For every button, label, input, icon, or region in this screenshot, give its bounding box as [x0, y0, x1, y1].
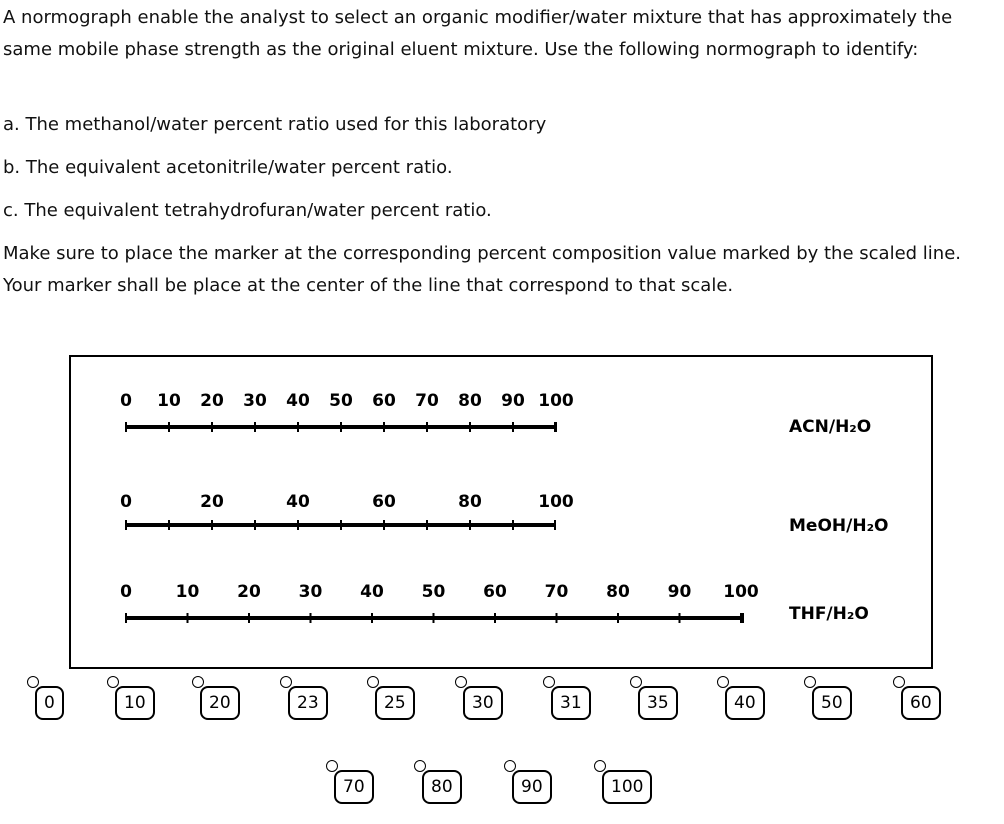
- scale-tick-label: 100: [538, 391, 574, 411]
- marker-label[interactable]: 100: [602, 770, 653, 804]
- scale-tick-label: 100: [723, 582, 759, 602]
- scale-tick-label: 50: [329, 391, 353, 411]
- marker-label[interactable]: 31: [551, 686, 591, 720]
- scale-tick-label: 80: [606, 582, 630, 602]
- scale-name-label: ACN/H₂O: [789, 417, 871, 437]
- question-instruction: Make sure to place the marker at the cor…: [3, 243, 961, 296]
- marker-label[interactable]: 40: [725, 686, 765, 720]
- scale-tick-label: 70: [545, 582, 569, 602]
- marker-label[interactable]: 10: [115, 686, 155, 720]
- scale-name-label: THF/H₂O: [789, 604, 869, 624]
- scale-tick-label: 80: [458, 492, 482, 512]
- scale-tick-label: 20: [200, 391, 224, 411]
- scale-tick-label: 40: [286, 492, 310, 512]
- marker-label[interactable]: 20: [200, 686, 240, 720]
- scale-tick-label: 80: [458, 391, 482, 411]
- marker-label[interactable]: 90: [512, 770, 552, 804]
- marker-label[interactable]: 80: [422, 770, 462, 804]
- scale-tick-label: 30: [299, 582, 323, 602]
- marker-handle-icon[interactable]: [804, 676, 816, 688]
- marker-handle-icon[interactable]: [367, 676, 379, 688]
- marker-label[interactable]: 70: [334, 770, 374, 804]
- scale-tick-label: 0: [120, 492, 132, 512]
- question-part-c: c. The equivalent tetrahydrofuran/water …: [3, 200, 492, 221]
- marker-label[interactable]: 23: [288, 686, 328, 720]
- question-part-a: a. The methanol/water percent ratio used…: [3, 114, 547, 135]
- question-intro: A normograph enable the analyst to selec…: [3, 7, 953, 60]
- scale-tick-label: 90: [501, 391, 525, 411]
- marker-handle-icon[interactable]: [414, 760, 426, 772]
- scale-name-label: MeOH/H₂O: [789, 516, 888, 536]
- scale-tick-label: 90: [668, 582, 692, 602]
- scale-tick-label: 20: [200, 492, 224, 512]
- marker-handle-icon[interactable]: [455, 676, 467, 688]
- marker-handle-icon[interactable]: [192, 676, 204, 688]
- marker-label[interactable]: 30: [463, 686, 503, 720]
- scale-tick-label: 20: [237, 582, 261, 602]
- marker-label[interactable]: 60: [901, 686, 941, 720]
- marker-handle-icon[interactable]: [107, 676, 119, 688]
- marker-label[interactable]: 25: [375, 686, 415, 720]
- question-part-b: b. The equivalent acetonitrile/water per…: [3, 157, 453, 178]
- marker-label[interactable]: 0: [35, 686, 64, 720]
- scale-tick-label: 60: [372, 391, 396, 411]
- scale-tick-label: 0: [120, 582, 132, 602]
- marker-handle-icon[interactable]: [504, 760, 516, 772]
- marker-handle-icon[interactable]: [543, 676, 555, 688]
- scale-tick-label: 10: [157, 391, 181, 411]
- scale-tick-label: 40: [286, 391, 310, 411]
- marker-handle-icon[interactable]: [326, 760, 338, 772]
- scale-tick-label: 10: [176, 582, 200, 602]
- scale-tick-label: 100: [538, 492, 574, 512]
- scale-tick-label: 60: [483, 582, 507, 602]
- marker-handle-icon[interactable]: [27, 676, 39, 688]
- marker-handle-icon[interactable]: [717, 676, 729, 688]
- scale-tick-label: 40: [360, 582, 384, 602]
- scale-tick-label: 70: [415, 391, 439, 411]
- scale-tick-label: 30: [243, 391, 267, 411]
- marker-handle-icon[interactable]: [893, 676, 905, 688]
- marker-handle-icon[interactable]: [594, 760, 606, 772]
- marker-label[interactable]: 50: [812, 686, 852, 720]
- scale-tick-label: 60: [372, 492, 396, 512]
- marker-handle-icon[interactable]: [280, 676, 292, 688]
- scale-tick-label: 50: [422, 582, 446, 602]
- marker-label[interactable]: 35: [638, 686, 678, 720]
- marker-handle-icon[interactable]: [630, 676, 642, 688]
- scale-tick-label: 0: [120, 391, 132, 411]
